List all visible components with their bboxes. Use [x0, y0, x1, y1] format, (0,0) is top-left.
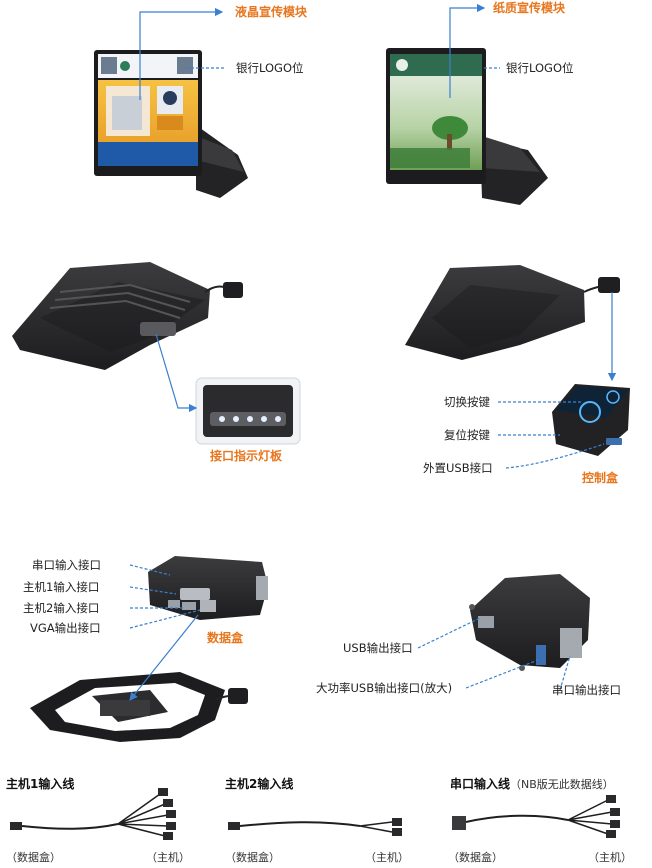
label-reset-key: 复位按键 — [444, 428, 490, 442]
label-host2-in: 主机2输入接口 — [23, 601, 100, 615]
label-serial-out: 串口输出接口 — [552, 683, 621, 697]
label-serial-in: 串口输入接口 — [32, 558, 101, 572]
chassis-frame — [30, 672, 248, 742]
label-usb-out: USB输出接口 — [343, 641, 413, 655]
cable-end-left-host1: （数据盒） — [6, 851, 61, 864]
cable-end-left-host2: （数据盒） — [225, 851, 280, 864]
cable-note-serial: （NB版无此数据线） — [510, 778, 614, 791]
label-data-box: 数据盒 — [207, 631, 244, 645]
label-host1-in: 主机1输入接口 — [23, 580, 100, 594]
control-box-device — [552, 384, 630, 456]
base-device-left — [12, 262, 243, 370]
data-box-device — [148, 556, 268, 620]
cable-host2 — [228, 818, 402, 836]
paper-display-device — [386, 48, 548, 205]
label-high-power-usb: 大功率USB输出接口(放大) — [316, 681, 453, 695]
lcd-display-device — [94, 50, 248, 198]
cable-serial — [452, 795, 620, 838]
label-bank-logo-right: 银行LOGO位 — [506, 61, 574, 75]
label-control-box: 控制盒 — [582, 471, 619, 485]
label-indicator-board: 接口指示灯板 — [210, 449, 283, 463]
label-switch-key: 切换按键 — [444, 395, 490, 409]
cable-end-right-host2: （主机） — [365, 851, 409, 864]
leader-lines — [129, 3, 617, 701]
cable-title-serial: 串口输入线（NB版无此数据线） — [450, 777, 614, 792]
data-box-device-alt — [469, 574, 590, 671]
cable-title-host1: 主机1输入线 — [6, 777, 75, 791]
cable-title-serial-text: 串口输入线 — [450, 777, 511, 791]
cable-host1 — [10, 788, 176, 840]
label-bank-logo-left: 银行LOGO位 — [236, 61, 304, 75]
label-vga-out: VGA输出接口 — [30, 621, 101, 635]
base-device-right — [405, 265, 620, 360]
cable-title-host2: 主机2输入线 — [225, 777, 294, 791]
label-ext-usb: 外置USB接口 — [423, 461, 493, 475]
cable-end-left-serial: （数据盒） — [448, 851, 503, 864]
cable-end-right-host1: （主机） — [146, 851, 190, 864]
label-lcd-module: 液晶宣传模块 — [235, 5, 308, 19]
cable-end-right-serial: （主机） — [588, 851, 632, 864]
indicator-board-zoom — [195, 377, 301, 445]
label-paper-module: 纸质宣传模块 — [493, 1, 566, 15]
